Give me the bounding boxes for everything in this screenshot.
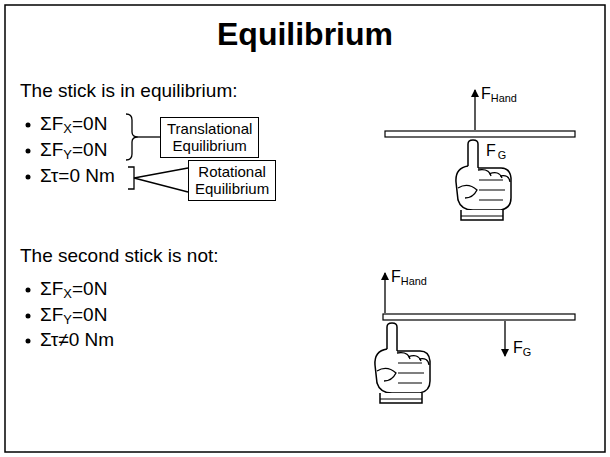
label-text: =0N	[72, 113, 107, 134]
bracket-leader	[134, 168, 188, 192]
equation: ΣFY=0N	[40, 304, 107, 328]
box-text: Rotational Equilibrium	[195, 163, 269, 198]
slide-title: Equilibrium	[0, 16, 610, 53]
force-arrow	[384, 273, 385, 313]
statement: The stick is in equilibrium:	[20, 80, 238, 103]
subscript: X	[63, 121, 72, 136]
label-box: Rotational Equilibrium	[188, 160, 276, 201]
force-label: FHand	[481, 84, 517, 105]
label-text: =0N	[72, 139, 107, 160]
subscript: G	[523, 346, 531, 358]
label-text: ΣF	[40, 113, 63, 134]
pointing-hand	[456, 140, 511, 220]
curly-bracket	[126, 114, 138, 160]
subscript: Hand	[401, 275, 427, 287]
equation: Στ≠0 Nm	[40, 329, 114, 352]
label-text: F	[481, 85, 491, 102]
equation: ΣFX=0N	[40, 278, 107, 302]
label-box: Translational Equilibrium	[160, 117, 259, 158]
label-text: The second stick is not:	[20, 245, 219, 266]
force-label: FG	[513, 338, 531, 359]
subscript: Y	[63, 312, 72, 327]
label-text: F	[513, 339, 523, 356]
label-text: ΣF	[40, 139, 63, 160]
bullets	[26, 123, 31, 344]
stick	[385, 131, 575, 137]
label-text: F	[485, 142, 497, 159]
pointing-hand	[375, 323, 430, 403]
label-text: F	[391, 268, 401, 285]
force-label: FHand	[391, 267, 427, 288]
label-text: =0N	[72, 278, 107, 299]
statement: The second stick is not:	[20, 245, 219, 268]
equation: Στ=0 Nm	[40, 165, 115, 188]
label-text: =0N	[72, 304, 107, 325]
force-arrow	[504, 321, 505, 356]
equation: ΣFY=0N	[40, 139, 107, 163]
label-text: ΣF	[40, 278, 63, 299]
label-text: ΣF	[40, 304, 63, 325]
force-label: FG	[485, 141, 507, 162]
box-text: Translational Equilibrium	[167, 120, 252, 155]
stick	[383, 314, 575, 320]
label-text: The stick is in equilibrium:	[20, 80, 238, 101]
subscript: X	[63, 286, 72, 301]
label-text: Στ=0 Nm	[40, 165, 115, 186]
subscript: Hand	[491, 92, 517, 104]
square-bracket	[128, 167, 134, 189]
force-arrow	[474, 90, 475, 130]
subscript: Y	[63, 147, 72, 162]
equation: ΣFX=0N	[40, 113, 107, 137]
slide-border	[5, 5, 605, 452]
bracket-leader	[138, 136, 160, 137]
subscript: G	[497, 149, 507, 161]
label-text: Στ≠0 Nm	[40, 329, 114, 350]
